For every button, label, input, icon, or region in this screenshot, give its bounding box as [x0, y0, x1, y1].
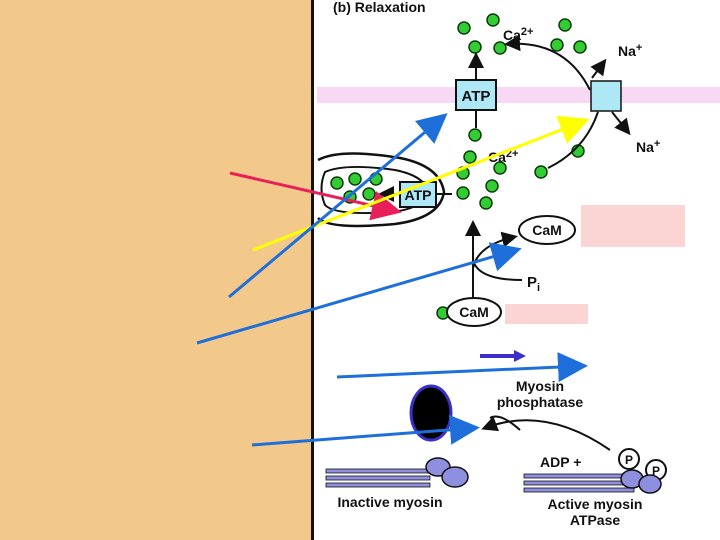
na-bottom-label: Na	[636, 139, 654, 155]
inactive-myosin-label: Inactive myosin	[337, 494, 442, 510]
cam-bottom-label: CaM	[459, 304, 489, 320]
calcium-ion	[463, 150, 477, 164]
calcium-ion	[330, 176, 344, 190]
p2-label: P	[652, 464, 660, 478]
cam-top-ellipse	[518, 215, 576, 245]
svg-text:Ca2+: Ca2+	[503, 26, 533, 43]
ca-top-label: Ca	[503, 27, 521, 43]
calcium-ion	[558, 18, 572, 32]
blue-pointer-arrow-4	[251, 414, 480, 447]
sr-outer-membrane	[317, 152, 446, 228]
na-bottom-superscript: +	[654, 138, 660, 150]
blue-pointer-arrow-2	[196, 242, 522, 345]
ca-top-superscript: 2+	[521, 26, 534, 38]
ca-to-exchanger	[547, 111, 599, 169]
na-in-arrow-stub	[590, 58, 607, 79]
calcium-ion	[456, 186, 470, 200]
pi-branch	[472, 259, 523, 281]
calcium-ion	[493, 41, 507, 55]
calcium-ion	[468, 40, 482, 54]
calcium-ion	[534, 165, 548, 179]
calcium-ion	[485, 179, 499, 193]
calcium-ions	[330, 13, 587, 320]
black-oval-marker	[409, 384, 453, 442]
atp-sr-label: ATP	[405, 187, 432, 203]
pink-label-box-1	[581, 205, 685, 247]
pi-label: P	[527, 274, 537, 291]
ca-out-via-exchanger	[504, 35, 591, 91]
svg-text:Pi: Pi	[527, 274, 540, 294]
phosphatase-link	[489, 415, 521, 431]
indigo-arrow-head	[514, 350, 526, 362]
calcium-ion	[457, 21, 471, 35]
p1-label: P	[625, 453, 633, 467]
svg-text:Na+: Na+	[636, 138, 660, 155]
calcium-ion	[468, 128, 482, 142]
na-top-label: Na	[618, 43, 636, 59]
dephosphorylation-arrow	[481, 416, 611, 451]
myosin-phosphatase-line1: Myosin	[516, 378, 564, 394]
blue-pointer-arrow-1	[228, 113, 448, 299]
diagram-title: (b) Relaxation	[333, 0, 426, 15]
pink-label-box-2	[505, 304, 588, 324]
calcium-ion	[348, 172, 362, 186]
calcium-ion	[550, 38, 564, 52]
svg-text:Na+: Na+	[618, 42, 642, 59]
calcium-ion	[486, 13, 500, 27]
phosphate-1	[618, 448, 640, 470]
calcium-ion	[573, 40, 587, 54]
calcium-ion	[493, 161, 507, 175]
blue-pointer-arrow-3	[336, 352, 588, 383]
active-myosin-line2: ATPase	[570, 512, 621, 528]
inactive-myosin-shape	[325, 457, 469, 488]
pi-subscript: i	[537, 282, 540, 294]
na-out-arrow	[611, 111, 631, 136]
na-top-superscript: +	[636, 42, 642, 54]
active-myosin-line1: Active myosin	[548, 496, 643, 512]
atp-membrane-label: ATP	[462, 88, 491, 105]
myosin-phosphatase-line2: phosphatase	[497, 394, 584, 410]
cam-top-label: CaM	[532, 222, 562, 238]
active-myosin-shape	[523, 469, 662, 494]
na-ca-exchanger	[590, 80, 622, 112]
adp-label: ADP +	[540, 454, 581, 470]
calcium-ion	[362, 187, 376, 201]
calcium-ion	[479, 196, 493, 210]
